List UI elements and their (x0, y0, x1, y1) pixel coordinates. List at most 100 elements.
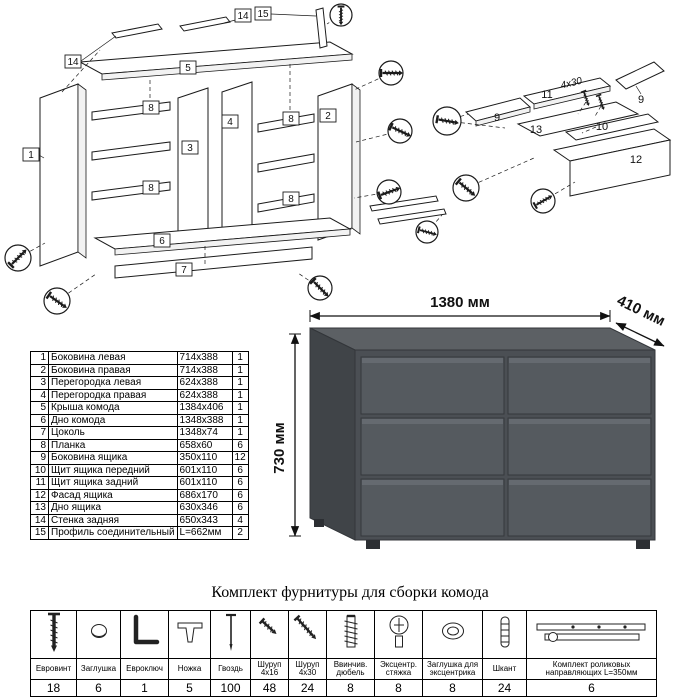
svg-text:8: 8 (288, 194, 294, 205)
part-number-labels: 15 14 14 5 1 3 4 2 8 8 8 8 6 7 (22, 6, 337, 277)
hw-item-name: Евровинт (30, 658, 77, 680)
parts-cell-name: Дно ящика (48, 501, 178, 515)
part-label-12: 12 (630, 154, 642, 166)
svg-text:15: 15 (257, 9, 269, 20)
part-drawer-back-shield-edge (533, 85, 611, 110)
parts-cell-num: 7 (30, 426, 49, 440)
part-label-9b: 9 (638, 94, 644, 106)
parts-cell-name: Боковина ящика (48, 451, 178, 465)
parts-cell-size: 624x388 (176, 388, 233, 402)
fastener-detail-circle (307, 275, 333, 301)
parts-cell-size: 714x388 (176, 363, 233, 377)
part-label-10: 10 (596, 121, 608, 133)
part-label-8a: 8 (142, 100, 160, 115)
parts-cell-size: 350x110 (176, 451, 233, 465)
drawer-front-bevel (362, 358, 503, 363)
hw-icon-row (30, 610, 657, 659)
hw-item-qty: 24 (288, 679, 327, 697)
part-label-8d: 8 (282, 191, 300, 206)
width-dimension-label: 1380 мм (430, 294, 490, 311)
part-partition-left (177, 87, 209, 243)
svg-text:8: 8 (148, 183, 154, 194)
parts-cell-size: 601x110 (176, 463, 233, 477)
part-label-7: 7 (175, 262, 193, 277)
drawer-front (360, 478, 505, 537)
drawer-front (507, 478, 652, 537)
main-exploded-view: 15 14 14 5 1 3 4 2 8 8 8 8 6 7 (4, 3, 447, 315)
part-label-14b: 14 (234, 8, 252, 23)
parts-cell-size: 658x60 (176, 438, 233, 452)
parts-cell-name: Крыша комода (48, 401, 178, 415)
drawer-front-bevel (362, 419, 503, 424)
fastener-detail-circle (432, 106, 462, 136)
part-label-8b: 8 (142, 180, 160, 195)
fastener-detail-circle (43, 287, 71, 315)
fastener-detail-circle (378, 60, 405, 86)
drawer-front-bevel (509, 419, 650, 424)
parts-cell-qty: 2 (231, 526, 249, 540)
drawer-fronts (360, 356, 652, 537)
hw-item-name: Ввинчив. дюбель (326, 658, 375, 680)
fastener-detail-circle (530, 188, 556, 214)
depth-dimension-label: 410 мм (614, 292, 668, 330)
dresser-render: 1380 мм 410 мм 730 мм (271, 292, 668, 549)
parts-cell-num: 15 (30, 526, 49, 540)
part-label-11: 11 (541, 89, 552, 101)
parts-cell-num: 4 (30, 388, 49, 402)
part-left-side-edge (77, 83, 87, 259)
parts-cell-num: 13 (30, 501, 49, 515)
hw-item-qty: 18 (30, 679, 77, 697)
hw-item-qty: 8 (374, 679, 423, 697)
parts-cell-num: 6 (30, 413, 49, 427)
assembly-axes (61, 49, 291, 264)
hw-item-qty: 8 (326, 679, 375, 697)
dowel-insert-icon (326, 610, 375, 659)
svg-text:6: 6 (159, 236, 165, 247)
svg-text:8: 8 (148, 103, 154, 114)
fastener-detail-circle (387, 118, 414, 144)
wood-dowel-icon (482, 610, 527, 659)
hw-item-qty: 24 (482, 679, 527, 697)
drawer-part-labels: 11 9 9 13 10 12 (494, 89, 644, 166)
part-bottom-panel-edge (114, 228, 351, 256)
part-back-wall-a (111, 23, 163, 39)
hw-item-name: Шуруп 4x16 (250, 658, 289, 680)
part-drawer-front-shield (564, 113, 660, 141)
parts-cell-size: 630x346 (176, 501, 233, 515)
nail-icon (210, 610, 251, 659)
hw-item-name: Евроключ (120, 658, 169, 680)
part-top-panel-edge (101, 53, 353, 81)
part-label-13: 13 (530, 124, 542, 136)
hexkey-icon (120, 610, 169, 659)
fastener-detail-circle (329, 3, 353, 27)
parts-cell-num: 5 (30, 401, 49, 415)
part-back-wall-b (179, 16, 231, 32)
dresser-feet (314, 519, 650, 549)
fastener-detail-circle (4, 244, 32, 272)
parts-cell-size: 624x388 (176, 376, 233, 390)
parts-cell-size: 714x388 (176, 351, 233, 365)
hw-item-qty: 6 (526, 679, 657, 697)
fastener-detail-circle (415, 220, 439, 244)
part-connect-profile (315, 7, 328, 49)
parts-cell-num: 12 (30, 488, 49, 502)
drawer-slide-icon (526, 610, 657, 659)
parts-cell-size: 601x110 (176, 476, 233, 490)
hw-item-qty: 5 (168, 679, 211, 697)
